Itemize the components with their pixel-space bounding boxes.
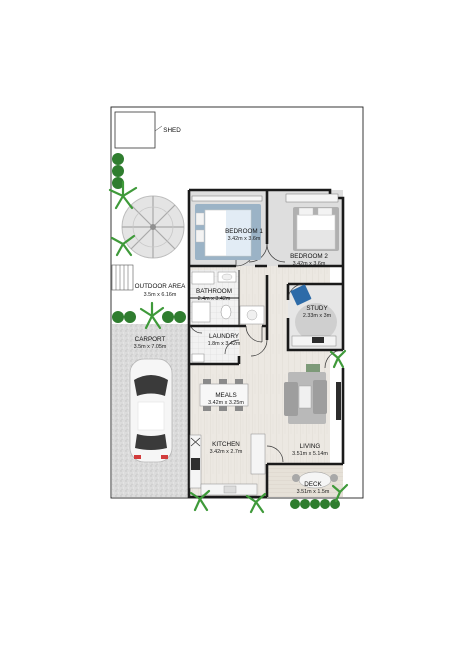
bedroom1-bed [195,204,261,260]
garden-shrubs [112,153,340,509]
bedroom1-wardrobe [191,195,263,202]
outdoor-umbrella [121,195,185,259]
carport-car [129,358,173,463]
room-label-laundry: LAUNDRY [209,333,240,340]
room-label-carport: CARPORT [135,336,166,343]
outdoor-steps [111,264,134,291]
internal-walls [189,190,343,497]
garden-palms [108,180,349,514]
room-dims-bathroom: 2.4m x 3.42m [198,296,231,302]
room-label-living: LIVING [300,443,321,450]
room-dims-bedroom1: 3.42m x 3.6m [228,236,261,242]
meals-dining-table [199,379,249,411]
deck-outdoor-setting [292,471,338,489]
room-dims-outdoor: 3.5m x 6.16m [144,292,177,298]
room-label-bathroom: BATHROOM [196,288,232,295]
room-label-deck: DECK [304,481,322,488]
bathroom-fixtures [191,271,237,323]
room-dims-bedroom2: 3.42m x 3.6m [293,261,326,267]
shed-leader-line [154,125,163,132]
room-dims-kitchen: 3.42m x 2.7m [210,449,243,455]
kitchen-benches [189,433,266,496]
bedroom2-bed [285,193,339,251]
room-dims-deck: 3.51m x 1.5m [297,489,330,495]
living-lounge-setting [284,364,341,424]
room-dims-carport: 3.5m x 7.05m [134,344,167,350]
room-label-bedroom1: BEDROOM 1 [225,228,263,235]
room-dims-study: 2.33m x 3m [303,313,332,319]
room-label-study: STUDY [306,305,328,312]
laundry-fixtures [191,305,265,363]
door-swings [188,243,344,463]
room-label-shed: SHED [163,127,181,134]
shed-outline [114,111,156,149]
room-dims-laundry: 1.8m x 3.42m [208,341,241,347]
room-label-kitchen: KITCHEN [212,441,240,448]
study-furniture [290,284,337,347]
room-dims-living: 3.51m x 5.14m [292,451,328,457]
room-label-meals: MEALS [215,392,236,399]
room-label-bedroom2: BEDROOM 2 [290,253,328,260]
room-label-outdoor: OUTDOOR AREA [135,283,187,290]
room-dims-meals: 3.42m x 3.25m [208,400,244,406]
